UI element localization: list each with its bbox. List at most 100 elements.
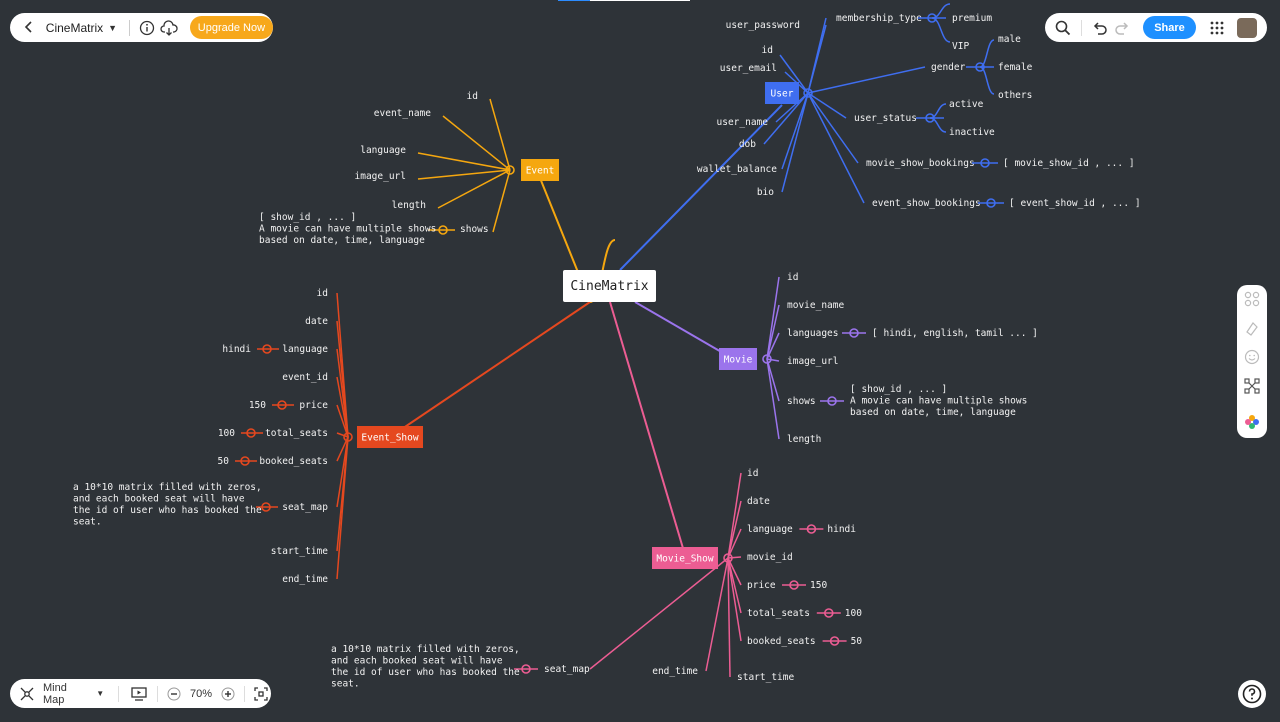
user-field-option[interactable]: active [949,99,984,110]
collapse-toggle[interactable] [927,13,937,23]
user-field[interactable]: membership_type [836,13,922,24]
movie-show-field[interactable]: date [747,496,770,507]
user-field[interactable]: movie_show_bookings [866,158,975,169]
collapse-toggle[interactable] [986,198,996,208]
event-field[interactable]: id [467,91,478,102]
event-show-field[interactable]: total_seats [265,428,328,439]
present-icon[interactable] [129,684,149,704]
event-field-note[interactable]: [ show_id , ... ] [259,212,356,223]
movie-show-field[interactable]: movie_id [747,552,793,563]
user-field-option[interactable]: VIP [952,41,969,52]
event-show-field[interactable]: event_id [282,372,328,383]
event-field-note[interactable]: based on date, time, language [259,235,425,246]
redo-icon[interactable] [1111,17,1133,39]
movie-show-field[interactable]: start_time [737,672,794,683]
collapse-toggle[interactable] [980,158,990,168]
event-field[interactable]: shows [460,224,489,235]
movie-show-field[interactable]: booked_seats [747,636,816,647]
branch-node[interactable] [357,426,423,448]
upgrade-button[interactable]: Upgrade Now [189,16,273,39]
movie-field-value[interactable]: [ hindi, english, tamil ... ] [872,328,1038,339]
user-field[interactable]: gender [931,62,966,73]
collapse-toggle[interactable] [829,636,840,646]
zoom-in-icon[interactable] [218,684,238,704]
movie-field-note[interactable]: based on date, time, language [850,407,1016,418]
collapse-toggle[interactable] [827,396,837,406]
info-icon[interactable] [138,19,156,37]
movie-show-field[interactable]: total_seats [747,608,810,619]
event-show-field[interactable]: language [282,344,328,355]
movie-show-value[interactable]: hindi [827,524,856,535]
movie-field[interactable]: movie_name [787,300,844,311]
movie-show-field[interactable]: language [747,524,793,535]
branch-node[interactable] [765,82,799,104]
user-field-option[interactable]: inactive [949,127,995,138]
event-show-value[interactable]: hindi [222,344,251,355]
movie-field[interactable]: id [787,272,798,283]
event-show-value[interactable]: 100 [218,428,235,439]
collapse-toggle[interactable] [803,88,813,98]
event-show-note[interactable]: seat. [73,517,102,528]
event-show-field[interactable]: seat_map [282,502,328,513]
zoom-level[interactable]: 70% [190,687,213,700]
user-field[interactable]: user_name [717,117,769,128]
color-palette-icon[interactable] [1242,412,1262,432]
movie-field[interactable]: image_url [787,356,838,367]
event-show-field[interactable]: end_time [282,574,328,585]
movie-field[interactable]: length [787,434,821,445]
event-show-field[interactable]: booked_seats [259,456,328,467]
user-field-option[interactable]: others [998,90,1032,101]
collapse-toggle[interactable] [261,502,271,512]
user-field-note[interactable]: [ event_show_id , ... ] [1009,198,1141,209]
branch-node[interactable] [652,547,718,569]
event-field[interactable]: event_name [374,108,431,119]
user-field[interactable]: id [762,45,773,56]
movie-show-field[interactable]: end_time [652,666,698,677]
user-field-option[interactable]: premium [952,13,992,24]
movie-show-note[interactable]: seat. [331,679,360,690]
document-title[interactable]: CineMatrix [45,20,104,35]
collapse-toggle[interactable] [806,524,817,534]
user-field[interactable]: dob [739,139,756,150]
collapse-toggle[interactable] [246,428,256,438]
user-field-option[interactable]: male [998,34,1021,45]
mindmap-icon[interactable] [17,684,37,704]
chevron-down-icon[interactable]: ▼ [96,689,105,698]
chevron-left-icon[interactable] [18,20,40,36]
event-show-field[interactable]: id [317,288,328,299]
event-show-field[interactable]: start_time [271,546,328,557]
movie-show-note[interactable]: and each booked seat will have [331,656,503,667]
collapse-toggle[interactable] [975,62,985,72]
event-field-note[interactable]: A movie can have multiple shows [259,224,436,235]
help-icon[interactable] [1238,680,1266,708]
user-field[interactable]: user_status [854,113,917,124]
event-field[interactable]: length [392,200,426,211]
movie-show-value[interactable]: 50 [851,636,863,647]
user-field-note[interactable]: [ movie_show_id , ... ] [1003,158,1135,169]
undo-icon[interactable] [1089,17,1111,39]
collapse-toggle[interactable] [849,328,859,338]
user-field[interactable]: wallet_balance [697,164,777,175]
event-show-value[interactable]: 50 [218,456,230,467]
collapse-toggle[interactable] [925,113,935,123]
user-field[interactable]: user_email [720,63,777,74]
emoji-icon[interactable] [1242,347,1262,367]
share-button[interactable]: Share [1143,16,1196,39]
avatar[interactable] [1237,17,1257,38]
zoom-out-icon[interactable] [164,684,184,704]
cloud-sync-icon[interactable] [160,19,178,37]
user-field[interactable]: user_password [726,20,800,31]
event-show-value[interactable]: 150 [249,400,266,411]
event-field[interactable]: image_url [355,171,406,182]
event-show-field[interactable]: price [299,400,328,411]
movie-field-note[interactable]: A movie can have multiple shows [850,396,1027,407]
style-icon[interactable] [1242,289,1262,309]
collapse-toggle[interactable] [240,456,250,466]
fit-screen-icon[interactable] [251,684,271,704]
user-field-option[interactable]: female [998,62,1033,73]
collapse-toggle[interactable] [521,664,531,674]
user-field[interactable]: bio [757,187,774,198]
movie-show-value[interactable]: 150 [810,580,827,591]
collapse-toggle[interactable] [438,225,448,235]
